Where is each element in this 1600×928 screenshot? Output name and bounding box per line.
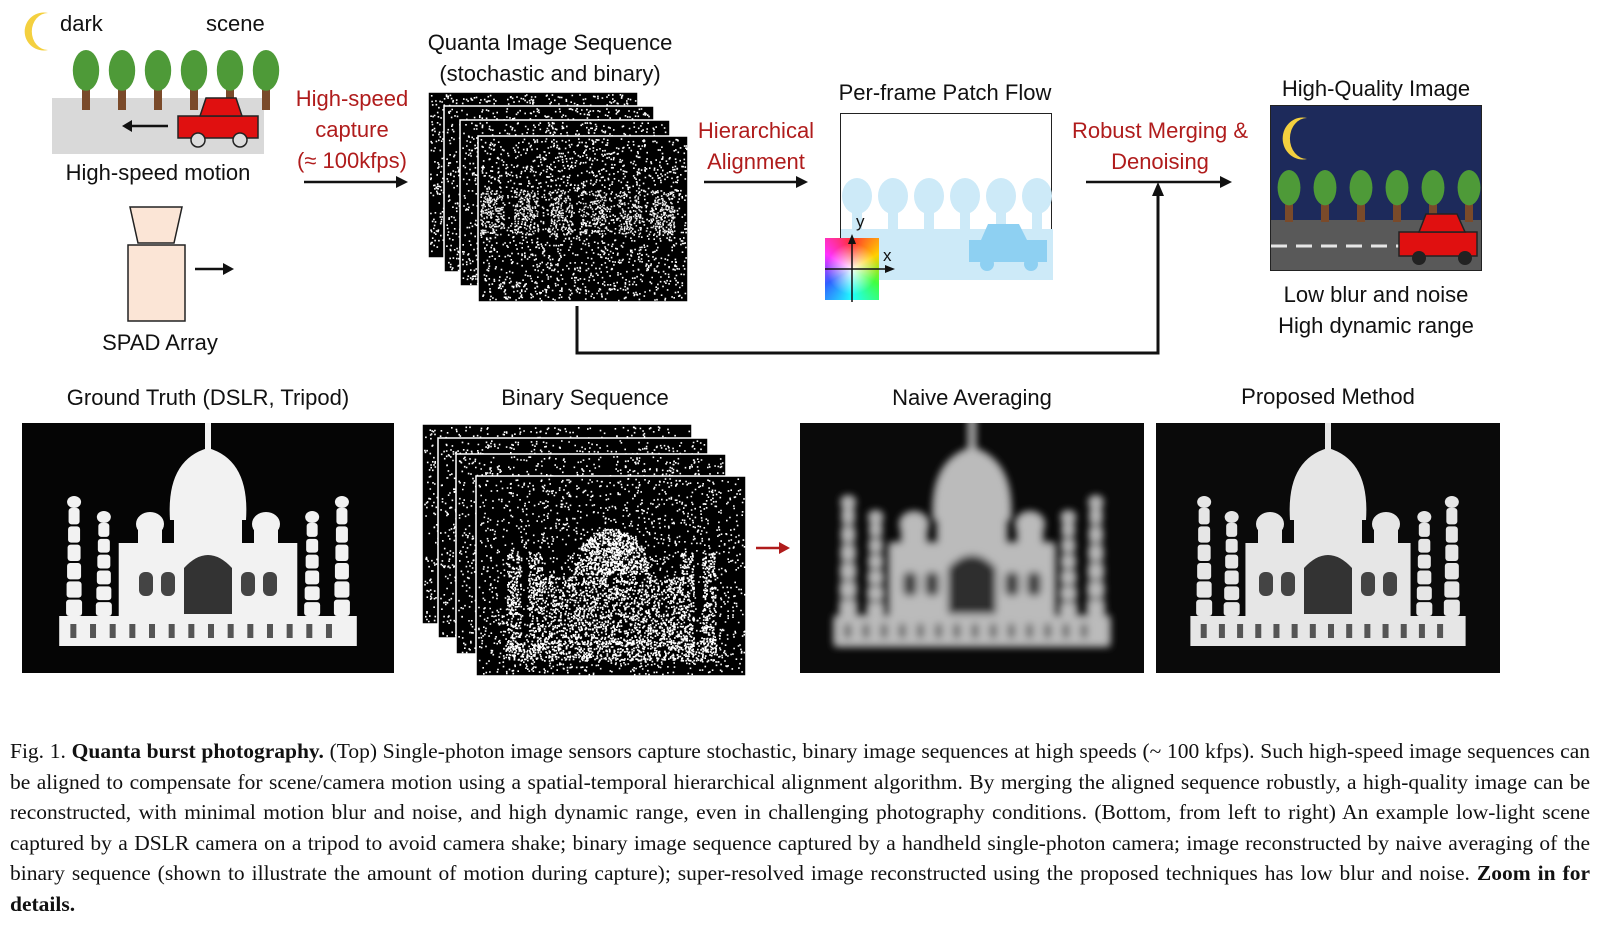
tree-row <box>72 50 280 110</box>
flow-car-icon <box>969 224 1047 271</box>
color-wheel-icon <box>825 234 895 302</box>
dark-label: dark <box>60 11 103 36</box>
taj-mahal-gt <box>59 423 357 646</box>
caption-title: Quanta burst photography. <box>71 739 324 763</box>
caption-body: (Top) Single-photon image sensors captur… <box>10 739 1590 885</box>
merging-arrow <box>1086 176 1232 188</box>
proposed-method-photo <box>1156 423 1500 673</box>
binary-title: Binary Sequence <box>501 385 669 410</box>
alignment-arrow <box>704 176 808 188</box>
naive-averaging-photo <box>800 423 1144 673</box>
taj-mahal-naive <box>834 423 1110 646</box>
hq-desc-1: Low blur and noise <box>1283 282 1469 307</box>
axis-y-label: y <box>856 212 865 231</box>
taj-mahal-proposed <box>1190 423 1466 646</box>
naive-title: Naive Averaging <box>892 385 1052 410</box>
scene-illustration <box>18 8 288 158</box>
proposed-title: Proposed Method <box>1241 384 1415 409</box>
hq-car-icon <box>1398 213 1478 265</box>
axes-icon <box>825 234 895 302</box>
spad-label: SPAD Array <box>102 330 218 355</box>
capture-label-3: (≈ 100kfps) <box>297 148 407 173</box>
capture-label-2: capture <box>315 117 389 142</box>
alignment-label-1: Hierarchical <box>697 118 815 143</box>
gt-title: Ground Truth (DSLR, Tripod) <box>66 385 350 410</box>
caption-zoom-note: Zoom in for details. <box>10 861 1591 916</box>
flow-title: Per-frame Patch Flow <box>838 80 1052 105</box>
figure-caption: Fig. 1. Quanta burst photography. (Top) … <box>10 736 1590 919</box>
ground-truth-photo <box>22 423 394 673</box>
car-icon <box>177 97 259 148</box>
spad-camera-icon <box>120 205 250 325</box>
scene-drawing <box>24 12 280 154</box>
sequence-title-1: Quanta Image Sequence <box>427 30 673 55</box>
hq-tree-row <box>1277 170 1481 222</box>
capture-arrow <box>304 176 408 188</box>
merging-label-2: Denoising <box>1111 149 1209 174</box>
motion-label: High-speed motion <box>65 160 251 185</box>
axis-x-label: x <box>883 246 892 265</box>
flow-tree-row <box>842 178 1052 232</box>
hq-title: High-Quality Image <box>1281 76 1471 101</box>
motion-arrow-icon <box>122 120 168 132</box>
quanta-image-stack <box>428 92 689 303</box>
hq-image <box>1270 105 1482 271</box>
scene-label: scene <box>206 11 265 36</box>
alignment-label-2: Alignment <box>707 149 805 174</box>
hq-moon-icon <box>1282 117 1307 160</box>
binary-image-stack <box>422 424 747 677</box>
binary-to-naive-arrow <box>756 542 790 554</box>
hq-desc-2: High dynamic range <box>1278 313 1474 338</box>
moon-icon <box>24 12 48 51</box>
capture-label-1: High-speed <box>295 86 409 111</box>
merging-label-1: Robust Merging & <box>1071 118 1249 143</box>
feedback-loop-arrow <box>575 182 1164 355</box>
hq-drawing <box>1271 106 1481 270</box>
caption-fig-number: Fig. 1. <box>10 739 66 763</box>
sequence-title-2: (stochastic and binary) <box>439 61 661 86</box>
